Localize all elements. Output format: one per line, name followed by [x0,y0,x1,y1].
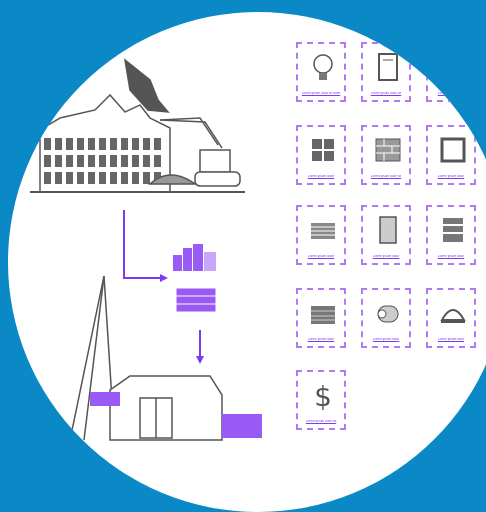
building-window [88,138,95,150]
building-window [132,172,139,184]
material-tile[interactable]: Lorem ipsum dolor [426,205,476,265]
building-window [77,155,84,167]
lifted-panel [90,392,120,406]
shelving-icon [443,218,463,242]
svg-text:$: $ [314,380,332,410]
book-icon [378,53,398,81]
building-window [44,138,51,150]
building-window [77,138,84,150]
material-tile[interactable]: $ Lorem ipsum dolor sit [296,370,346,430]
building-window [110,172,117,184]
tile-label: Lorem ipsum dolor [437,92,465,96]
building-window [66,172,73,184]
material-tile[interactable]: Lorem ipsum dolor [296,205,346,265]
building-window [132,155,139,167]
hard-hat-icon [440,309,466,323]
tile-label: Lorem ipsum dolor [437,255,465,259]
building-window [88,172,95,184]
building-window [55,138,62,150]
material-tile[interactable]: Lorem ipsum dolor sit [361,42,411,102]
building-window [121,172,128,184]
building-window [66,138,73,150]
tile-label: Lorem ipsum dolor [437,175,465,179]
window-grid-icon [312,139,334,161]
building-window [110,138,117,150]
building-window [44,172,51,184]
insulation-roll-icon [377,305,399,323]
dollar-icon: $ [314,380,332,410]
building-window [99,172,106,184]
tile-label: Lorem ipsum dolor [307,338,335,342]
building-window [99,155,106,167]
brick-wall-icon [375,138,401,162]
tile-label: Lorem ipsum dolor sit [370,175,402,179]
building-window [143,172,150,184]
tile-label: Lorem ipsum dolor [372,338,400,342]
crane-illustration [69,275,113,441]
building-window [110,155,117,167]
building-window [55,155,62,167]
building-window [121,138,128,150]
building-window [99,138,106,150]
building-window [154,155,161,167]
sorted-materials-icon [173,244,216,271]
lightbulb-icon [313,54,333,80]
building-window [88,155,95,167]
building-window [55,172,62,184]
material-tile[interactable]: Lorem ipsum dolor [426,288,476,348]
tile-label: Lorem ipsum dolor [372,255,400,259]
new-building-illustration [109,375,223,441]
material-pile [222,414,262,438]
material-tile[interactable]: Lorem ipsum dolor [426,42,476,102]
material-tile[interactable]: Lorem ipsum dolor [296,125,346,185]
material-tile[interactable]: Lorem ipsum dolor [361,288,411,348]
document-icon [442,54,464,81]
building-window [132,138,139,150]
material-tile[interactable]: Lorem ipsum dolor [296,288,346,348]
material-tile[interactable]: Lorem ipsum dolor [361,205,411,265]
building-window [143,155,150,167]
tile-label: Lorem ipsum dolor sit [305,420,337,424]
deconstruction-scene [30,58,262,441]
building-window [44,155,51,167]
building-window [154,138,161,150]
lumber-stack-icon [311,223,335,239]
process-arrow-1 [123,210,160,279]
tile-label: Lorem ipsum dolor [307,175,335,179]
planks-icon [311,306,335,324]
building-window [77,172,84,184]
material-tile[interactable]: Lorem ipsum dolor sit [361,125,411,185]
excavator-illustration [148,117,241,187]
material-tile[interactable]: Lorem ipsum dolor sit amet [296,42,346,102]
building-window [143,138,150,150]
panel-icon [379,216,397,244]
building-window [121,155,128,167]
tile-label: Lorem ipsum dolor [437,338,465,342]
building-window [66,155,73,167]
tile-label: Lorem ipsum dolor sit amet [301,92,341,96]
stacked-lumber-icon [175,287,217,313]
frame-icon [440,137,466,163]
tile-label: Lorem ipsum dolor sit [370,92,402,96]
old-building-illustration [39,58,171,193]
material-tile[interactable]: Lorem ipsum dolor [426,125,476,185]
tile-label: Lorem ipsum dolor [307,255,335,259]
